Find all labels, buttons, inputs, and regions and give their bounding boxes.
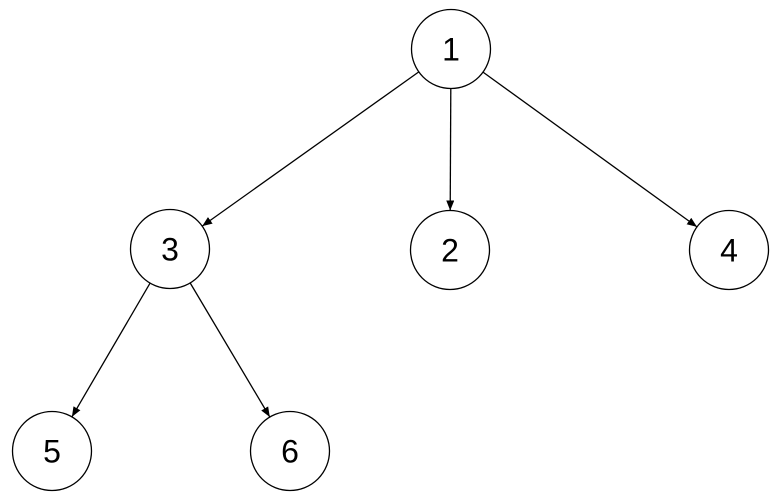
edge-3-5 <box>71 282 151 418</box>
tree-node-5: 5 <box>11 410 93 492</box>
edge-3-6 <box>189 282 271 418</box>
node-label: 4 <box>720 233 738 269</box>
node-label: 1 <box>442 32 460 68</box>
node-circle <box>129 208 211 290</box>
tree-node-6: 6 <box>249 410 331 492</box>
tree-node-4: 4 <box>688 209 770 291</box>
tree-node-2: 2 <box>409 209 491 291</box>
node-label: 2 <box>441 233 459 269</box>
node-label: 5 <box>43 434 61 470</box>
node-circle <box>409 209 491 291</box>
edge-1-3 <box>201 71 420 227</box>
node-circle <box>11 410 93 492</box>
node-circle <box>688 209 770 291</box>
node-label: 3 <box>161 232 179 268</box>
tree-node-1: 1 <box>410 8 492 90</box>
node-label: 6 <box>281 434 299 470</box>
edge-1-2 <box>446 88 455 211</box>
tree-node-3: 3 <box>129 208 211 290</box>
node-circle <box>249 410 331 492</box>
node-circle <box>410 8 492 90</box>
edge-1-4 <box>482 71 698 228</box>
